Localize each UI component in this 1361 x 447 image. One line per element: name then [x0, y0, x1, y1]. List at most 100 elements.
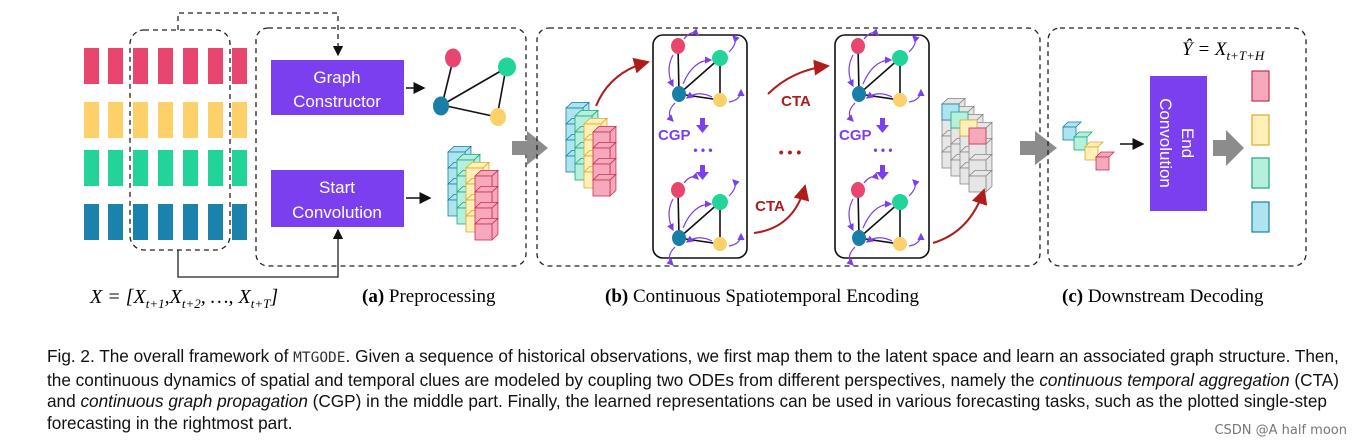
graph-edge [857, 45, 860, 95]
self-loop [846, 246, 856, 266]
tensor-cube [1084, 146, 1099, 161]
graph-node [713, 237, 727, 251]
propagation-edge [686, 235, 713, 243]
input-cell [158, 48, 173, 84]
input-cell [108, 48, 123, 84]
graph-node [712, 50, 728, 66]
watermark: CSDN @A half moon [1214, 423, 1347, 438]
tensor-cube-top [1095, 151, 1115, 158]
cta-arrow-in [595, 57, 650, 107]
input-cell [133, 48, 148, 84]
propagation-edge [866, 235, 893, 243]
tensor-cube-top [1084, 141, 1104, 148]
self-loop [846, 102, 856, 122]
input-cell [133, 204, 148, 240]
self-loop [728, 179, 740, 197]
input-cell [108, 102, 123, 138]
tensor-cube [474, 223, 493, 241]
input-cell [183, 48, 198, 84]
cgp-down-arrow-4 [876, 165, 889, 180]
input-cell [183, 150, 198, 186]
panel-a-title: (a) Preprocessing [362, 286, 496, 307]
graph-node [672, 230, 686, 246]
input-cell [208, 48, 223, 84]
input-cell [232, 204, 247, 240]
graph-node [671, 182, 685, 198]
ode-block-1 [652, 34, 748, 259]
output-cell [1251, 157, 1270, 189]
self-loop [728, 35, 740, 53]
cta-label-bottom: CTA [755, 198, 785, 215]
input-cell [208, 204, 223, 240]
self-loop [863, 172, 879, 184]
self-loop [908, 179, 920, 197]
graph-edge [857, 189, 860, 239]
propagation-edge [862, 200, 893, 229]
window-to-startconv-connector [177, 228, 344, 278]
input-cell [133, 150, 148, 186]
graph-edge [678, 201, 721, 239]
arrow-to-output [1213, 130, 1244, 166]
self-loop [908, 35, 920, 53]
end-convolution-line2: Convolution [1156, 98, 1175, 188]
self-loop [908, 88, 925, 103]
input-cell [84, 48, 99, 84]
graph-edge [858, 57, 901, 95]
propagation-edge [847, 54, 854, 88]
self-loop [863, 28, 879, 40]
input-cell [84, 204, 99, 240]
propagation-edge [686, 91, 713, 99]
selection-window [129, 29, 231, 251]
propagation-edge [682, 56, 713, 85]
tensor-cube [1062, 126, 1077, 141]
propagation-edge [862, 56, 893, 85]
input-cell [232, 48, 247, 84]
tensor-cube [1095, 156, 1110, 171]
input-cell [183, 204, 198, 240]
input-cell [84, 150, 99, 186]
graph-node [893, 237, 907, 251]
middle-ellipsis: • • • [779, 144, 802, 160]
output-cell [1251, 201, 1270, 233]
graph-edge [858, 201, 901, 239]
propagation-edge [667, 198, 674, 232]
graph-node [712, 194, 728, 210]
latent-tensor-b-input [564, 101, 617, 197]
start-convolution-box [271, 170, 404, 227]
tensor-cube-top [1073, 131, 1093, 138]
self-loop [683, 172, 699, 184]
input-cell [84, 102, 99, 138]
input-cell [183, 102, 198, 138]
input-cell [158, 150, 173, 186]
arrow-a-to-b [512, 131, 548, 165]
end-convolution-box [1150, 76, 1207, 211]
panel-c-title: (c) Downstream Decoding [1062, 286, 1264, 307]
graph-node [893, 93, 907, 107]
self-loop [908, 232, 925, 247]
graph-node [672, 86, 686, 102]
arrow-b-to-c [1020, 131, 1057, 165]
graph-node [713, 93, 727, 107]
self-loop [683, 28, 699, 40]
input-sequence [84, 48, 247, 240]
input-formula: X = [Xt+1,Xt+2, …, Xt+T] [89, 286, 278, 311]
cgp-down-arrow-3 [876, 118, 889, 133]
graph-node [851, 182, 865, 198]
input-cell [133, 102, 148, 138]
cgp-ellipsis-1: • • • [693, 143, 712, 157]
latent-tensor-b-output [940, 97, 993, 193]
cgp-label-2: CGP [839, 127, 872, 144]
graph-node [892, 194, 908, 210]
tensor-cube [592, 179, 611, 197]
graph-constructor-box [271, 60, 404, 115]
cgp-ellipsis-2: • • • [873, 143, 892, 157]
propagation-edge [667, 54, 674, 88]
graph-node [671, 38, 685, 54]
output-label: Ŷ = Xt+T+H [1182, 38, 1265, 63]
graph-node [852, 230, 866, 246]
start-convolution-line2: Convolution [292, 203, 382, 222]
propagation-edge [682, 200, 713, 229]
window-to-graph-connector [177, 12, 344, 57]
figure-caption: Fig. 2. The overall framework of MTGODE.… [47, 346, 1339, 433]
output-cell [1251, 114, 1270, 146]
